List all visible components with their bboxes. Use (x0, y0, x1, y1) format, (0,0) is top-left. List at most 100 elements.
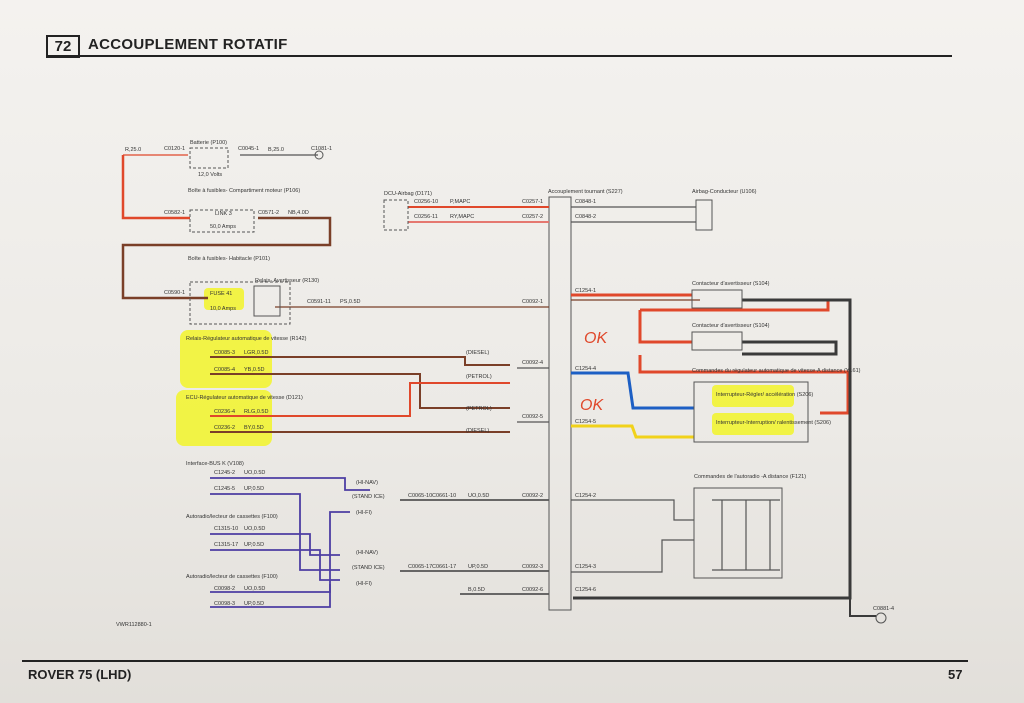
svg-text:C0256-11: C0256-11 (414, 214, 438, 220)
svg-text:C0571-2: C0571-2 (258, 210, 279, 216)
label-radio-1: Autoradio/lecteur de cassettes (F100) (186, 514, 278, 520)
svg-text:UO,0.5D: UO,0.5D (468, 493, 489, 499)
label-battery: Batterie (P100) (190, 140, 227, 146)
svg-text:UO,0.5D: UO,0.5D (244, 470, 265, 476)
svg-text:NB,4.0D: NB,4.0D (288, 210, 309, 216)
svg-text:PS,0.5D: PS,0.5D (340, 299, 361, 305)
svg-text:UO,0.5D: UO,0.5D (244, 586, 265, 592)
svg-text:C0092-4: C0092-4 (522, 360, 543, 366)
label-link3: LINK 3 (215, 211, 232, 217)
footer-model: ROVER 75 (LHD) (28, 667, 132, 682)
label-dcu-airbag: DCU-Airbag (D171) (384, 191, 432, 197)
svg-text:(PETROL): (PETROL) (466, 374, 492, 380)
svg-text:(PETROL): (PETROL) (466, 406, 492, 412)
svg-text:C0590-1: C0590-1 (164, 290, 185, 296)
label-cruise-controls: Commandes du régulateur automatique de v… (692, 368, 861, 374)
battery-symbol (189, 147, 229, 169)
battery-ground (314, 150, 324, 160)
page-number: 57 (948, 667, 963, 682)
svg-text:C0065-17: C0065-17 (408, 564, 432, 570)
label-fuse41: FUSE 41 (210, 291, 232, 297)
svg-text:C0257-2: C0257-2 (522, 214, 543, 220)
svg-text:C0092-3: C0092-3 (522, 564, 543, 570)
label-diagram-ref: VWR112880-1 (116, 622, 152, 628)
diagram-labels: Batterie (P100) 12,0 Volts Boîte à fusib… (116, 140, 894, 628)
label-fuse41-rating: 10,0 Amps (210, 306, 236, 312)
svg-text:UP,0.5D: UP,0.5D (244, 601, 264, 607)
page-title: ACCOUPLEMENT ROTATIF (88, 36, 288, 53)
svg-text:C0065-10: C0065-10 (408, 493, 432, 499)
label-horn-relay: Relais- Avertisseur (R130) (255, 278, 319, 284)
svg-text:(HI-NAV): (HI-NAV) (356, 550, 378, 556)
svg-text:UP,0.5D: UP,0.5D (468, 564, 488, 570)
highlight-fuse41 (204, 288, 244, 310)
highlight-switch2 (712, 413, 794, 435)
handwritten-annotations: OK OK (580, 330, 608, 414)
label-fuse-cabin: Boîte à fusibles- Habitacle (P101) (188, 256, 270, 262)
svg-text:RLG,0.5D: RLG,0.5D (244, 409, 268, 415)
svg-text:UP,0.5D: UP,0.5D (244, 542, 264, 548)
cruise-controls-box (693, 381, 809, 443)
svg-text:C0120-1: C0120-1 (164, 146, 185, 152)
annotation-ok-1: OK (584, 330, 608, 347)
svg-text:(DIESEL): (DIESEL) (466, 428, 489, 434)
rotary-coupling-body (548, 196, 572, 611)
label-cruise-sw2: Interrupteur-Interruption/ ralentissemen… (716, 420, 831, 426)
label-airbag-driver: Airbag-Conducteur (U106) (692, 189, 757, 195)
dcu-airbag-box (383, 199, 409, 231)
wire-blue-marker (571, 371, 694, 410)
svg-text:B,25.0: B,25.0 (268, 147, 284, 153)
svg-text:C0236-4: C0236-4 (214, 409, 235, 415)
label-battery-rating: 12,0 Volts (198, 172, 222, 178)
header-rule (46, 55, 952, 57)
svg-text:C0661-17: C0661-17 (432, 564, 456, 570)
svg-text:C0092-2: C0092-2 (522, 493, 543, 499)
annotation-ok-2: OK (580, 397, 604, 414)
highlight-switch1 (712, 385, 794, 407)
horn-switch-1 (691, 289, 743, 309)
svg-text:C0881-4: C0881-4 (873, 606, 894, 612)
svg-text:C0085-4: C0085-4 (214, 367, 235, 373)
label-relay-cruise: Relais-Régulateur automatique de vitesse… (186, 336, 307, 342)
svg-text:C0092-5: C0092-5 (522, 414, 543, 420)
cruise-wires (210, 356, 694, 439)
svg-text:C0092-1: C0092-1 (522, 299, 543, 305)
label-fuse-engine: Boîte à fusibles- Compartiment moteur (P… (188, 188, 300, 194)
svg-text:C1081-1: C1081-1 (311, 146, 332, 152)
svg-text:C0092-6: C0092-6 (522, 587, 543, 593)
svg-text:C1254-2: C1254-2 (575, 493, 596, 499)
wire-r25-red (121, 155, 190, 220)
airbag-driver-box (695, 199, 713, 231)
svg-text:C0661-10: C0661-10 (432, 493, 456, 499)
horn-wires (571, 293, 852, 600)
svg-text:BY,0.5D: BY,0.5D (244, 425, 264, 431)
svg-text:P,MAPC: P,MAPC (450, 199, 470, 205)
svg-text:(DIESEL): (DIESEL) (466, 350, 489, 356)
svg-text:LGR,0.5D: LGR,0.5D (244, 350, 268, 356)
svg-text:C1315-10: C1315-10 (214, 526, 238, 532)
horn-switch-2 (691, 331, 743, 351)
svg-text:C1254-3: C1254-3 (575, 564, 596, 570)
label-horn-1: Contacteur d'avertisseur (S104) (692, 281, 770, 287)
svg-text:C0591-11: C0591-11 (307, 299, 331, 305)
svg-text:C0085-3: C0085-3 (214, 350, 235, 356)
svg-text:C1254-1: C1254-1 (575, 288, 596, 294)
fuse-box-engine (189, 209, 255, 233)
svg-text:C1245-5: C1245-5 (214, 486, 235, 492)
svg-text:C1245-2: C1245-2 (214, 470, 235, 476)
svg-text:(HI-FI): (HI-FI) (356, 510, 372, 516)
radio-controls-box (693, 487, 783, 579)
svg-text:(HI-FI): (HI-FI) (356, 581, 372, 587)
svg-text:RY,MAPC: RY,MAPC (450, 214, 474, 220)
svg-text:UO,0.5D: UO,0.5D (244, 526, 265, 532)
horn-relay (253, 285, 281, 317)
svg-text:C1315-17: C1315-17 (214, 542, 238, 548)
svg-text:C0098-3: C0098-3 (214, 601, 235, 607)
label-rotary-coupling: Accouplement tournant (S227) (548, 189, 623, 195)
svg-text:C1254-5: C1254-5 (575, 419, 596, 425)
svg-text:C0256-10: C0256-10 (414, 199, 438, 205)
ground-symbol (875, 612, 887, 624)
svg-text:C0848-1: C0848-1 (575, 199, 596, 205)
label-cruise-sw1: Interrupteur-Régler/ accélération (S206) (716, 392, 813, 398)
